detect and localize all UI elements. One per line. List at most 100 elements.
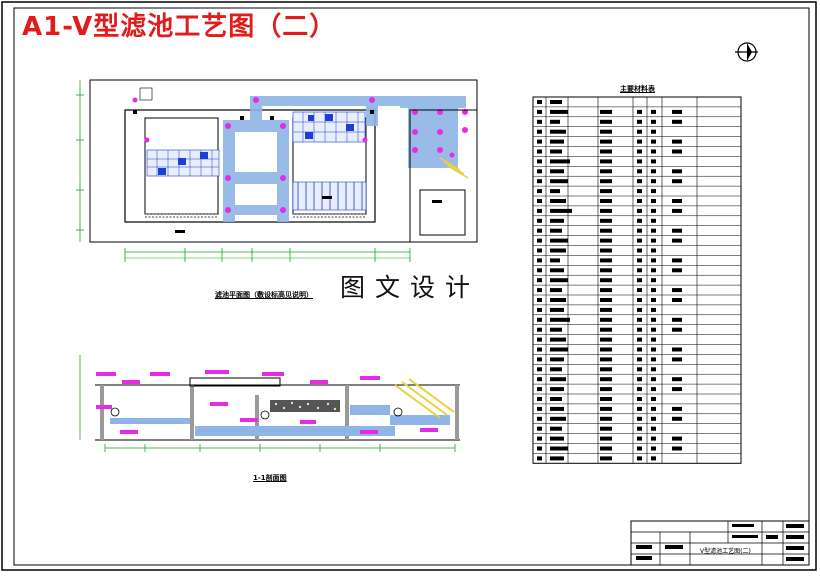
table-cell-text bbox=[550, 139, 564, 144]
table-cell-text bbox=[672, 288, 682, 293]
table-cell-text bbox=[651, 357, 656, 362]
table-cell-text bbox=[672, 298, 682, 302]
table-cell-text bbox=[672, 387, 682, 392]
table-cell-text bbox=[537, 278, 542, 283]
table-cell-text bbox=[672, 347, 682, 352]
table-cell-text bbox=[537, 208, 542, 213]
drawing-title: A1-V型滤池工艺图（二） bbox=[22, 12, 337, 42]
table-cell-text bbox=[600, 456, 612, 461]
table-cell-text bbox=[672, 357, 682, 362]
table-cell-text bbox=[550, 189, 560, 194]
table-cell-text bbox=[651, 159, 656, 164]
table-cell-text bbox=[537, 238, 542, 243]
table-cell-text bbox=[672, 179, 682, 184]
table-cell-text bbox=[550, 278, 568, 283]
table-cell-text bbox=[537, 268, 542, 273]
table-cell-text bbox=[537, 406, 542, 411]
table-cell-text bbox=[550, 387, 564, 392]
table-cell-text bbox=[600, 288, 612, 293]
table-cell-text bbox=[651, 109, 656, 114]
table-cell-text bbox=[637, 367, 642, 372]
table-cell-text bbox=[600, 446, 612, 451]
table-cell-text bbox=[600, 397, 612, 401]
table-cell-text bbox=[651, 446, 656, 451]
table-cell-text bbox=[672, 199, 682, 203]
table-cell-text bbox=[537, 436, 542, 441]
table-cell-text bbox=[537, 387, 542, 392]
table-cell-text bbox=[651, 406, 656, 411]
table-cell-text bbox=[637, 317, 642, 322]
table-cell-text bbox=[637, 139, 642, 144]
table-cell-text bbox=[550, 317, 570, 322]
table-cell-text bbox=[651, 347, 656, 352]
table-cell-text bbox=[672, 377, 682, 382]
table-cell-text bbox=[600, 377, 612, 382]
table-cell-text bbox=[550, 406, 564, 411]
table-cell-text bbox=[537, 337, 542, 342]
table-cell-text bbox=[600, 258, 612, 263]
table-cell-text bbox=[672, 446, 682, 451]
section-pipes bbox=[110, 405, 450, 436]
table-cell-text bbox=[637, 298, 642, 302]
table-cell-text bbox=[550, 446, 568, 451]
table-cell-text bbox=[550, 100, 562, 104]
table-cell-text bbox=[637, 416, 642, 421]
table-cell-text bbox=[550, 268, 564, 273]
watermark-text: 图文设计 bbox=[340, 273, 481, 302]
table-cell-text bbox=[537, 248, 542, 253]
table-cell-text bbox=[672, 109, 682, 114]
table-cell-text bbox=[550, 337, 566, 342]
table-cell-text bbox=[600, 317, 612, 322]
table-cell-text bbox=[672, 208, 682, 213]
table-cell-text bbox=[637, 288, 642, 293]
table-cell-text bbox=[550, 218, 564, 223]
table-cell-text bbox=[600, 357, 612, 362]
table-cell-text bbox=[600, 109, 612, 114]
table-cell-text bbox=[637, 109, 642, 114]
table-cell-text bbox=[672, 406, 682, 411]
table-cell-text bbox=[537, 397, 542, 401]
table-cell-text bbox=[600, 367, 612, 372]
table-cell-text bbox=[600, 149, 612, 154]
north-arrow-icon bbox=[735, 42, 758, 62]
plan-caption: 滤池平面图（敷设标高见说明） bbox=[215, 291, 313, 299]
table-cell-text bbox=[651, 426, 656, 431]
title-block-name: V型滤池工艺图(二) bbox=[700, 548, 751, 555]
table-cell-text bbox=[600, 139, 612, 144]
section-view bbox=[79, 355, 460, 452]
table-cell-text bbox=[550, 436, 564, 441]
table-cell-text bbox=[637, 377, 642, 382]
table-cell-text bbox=[651, 179, 656, 184]
table-cell-text bbox=[600, 179, 612, 184]
table-cell-text bbox=[537, 416, 542, 421]
table-cell-text bbox=[637, 159, 642, 164]
table-cell-text bbox=[537, 189, 542, 194]
table-cell-text bbox=[600, 119, 612, 124]
table-cell-text bbox=[651, 258, 656, 263]
table-cell-text bbox=[637, 278, 642, 283]
table-cell-text bbox=[550, 169, 564, 174]
table-cell-text bbox=[550, 377, 566, 382]
table-cell-text bbox=[600, 387, 612, 392]
table-cell-text bbox=[600, 278, 612, 283]
table-cell-text bbox=[637, 436, 642, 441]
table-cell-text bbox=[637, 426, 642, 431]
table-cell-text bbox=[550, 357, 564, 362]
table-cell-text bbox=[550, 426, 562, 431]
table-cell-text bbox=[651, 169, 656, 174]
table-cell-text bbox=[637, 228, 642, 233]
table-cell-text bbox=[637, 406, 642, 411]
table-cell-text bbox=[600, 307, 612, 312]
table-cell-text bbox=[600, 268, 612, 273]
table-cell-text bbox=[600, 228, 612, 233]
plan-view bbox=[76, 79, 478, 262]
table-cell-text bbox=[537, 129, 542, 134]
table-cell-text bbox=[550, 327, 562, 332]
table-cell-text bbox=[672, 258, 682, 263]
table-cell-text bbox=[550, 367, 562, 372]
table-cell-text bbox=[651, 208, 656, 213]
table-cell-text bbox=[550, 397, 562, 401]
table-cell-text bbox=[651, 228, 656, 233]
